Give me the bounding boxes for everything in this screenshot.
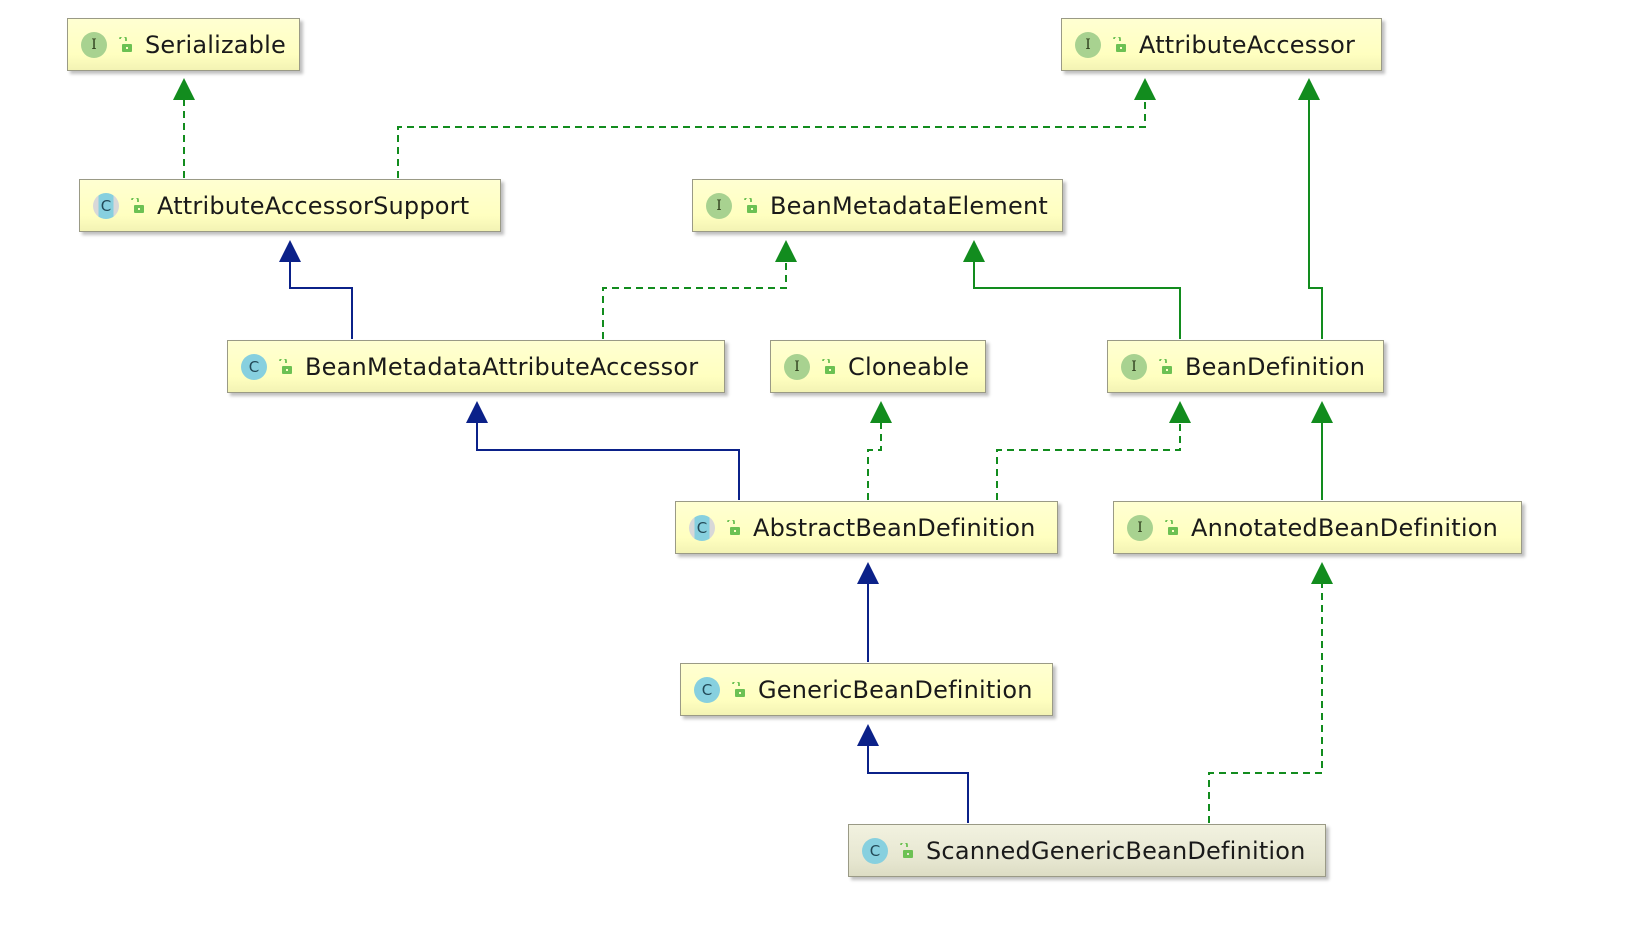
- unlock-icon: [1159, 358, 1172, 374]
- node-annotated-bean-definition[interactable]: I AnnotatedBeanDefinition: [1113, 501, 1522, 554]
- class-icon: C: [241, 353, 267, 380]
- node-label: BeanDefinition: [1185, 352, 1366, 381]
- node-bean-definition[interactable]: I BeanDefinition: [1107, 340, 1384, 393]
- unlock-icon: [822, 358, 835, 374]
- class-icon: C: [862, 837, 888, 864]
- node-label: AbstractBeanDefinition: [753, 513, 1036, 542]
- node-serializable[interactable]: I Serializable: [67, 18, 300, 71]
- interface-icon: I: [81, 31, 107, 58]
- unlock-icon: [131, 197, 144, 213]
- edge-attribute-accessor-support-attribute-accessor: [397, 78, 1156, 178]
- abstract-class-icon: C: [689, 514, 715, 541]
- unlock-icon: [1113, 36, 1126, 52]
- edge-annotated-bean-definition-bean-definition: [1311, 401, 1333, 500]
- unlock-icon: [279, 358, 292, 374]
- node-scanned-generic-bean-definition[interactable]: C ScannedGenericBeanDefinition: [848, 824, 1326, 877]
- abstract-class-icon: C: [93, 192, 119, 219]
- edge-bean-definition-attribute-accessor: [1298, 78, 1323, 339]
- node-label: AttributeAccessorSupport: [157, 191, 470, 220]
- node-label: AttributeAccessor: [1139, 30, 1356, 59]
- node-label: ScannedGenericBeanDefinition: [926, 836, 1306, 865]
- interface-icon: I: [1127, 514, 1153, 541]
- node-cloneable[interactable]: I Cloneable: [770, 340, 986, 393]
- unlock-icon: [744, 197, 757, 213]
- unlock-icon: [900, 842, 913, 858]
- edge-abstract-bean-definition-cloneable: [867, 401, 892, 500]
- node-label: Cloneable: [848, 352, 970, 381]
- edge-abstract-bean-definition-bean-definition: [996, 401, 1191, 500]
- node-generic-bean-definition[interactable]: C GenericBeanDefinition: [680, 663, 1053, 716]
- edge-bean-metadata-attribute-accessor-attribute-accessor-support: [279, 240, 353, 339]
- node-label: Serializable: [145, 30, 286, 59]
- node-label: AnnotatedBeanDefinition: [1191, 513, 1499, 542]
- node-bean-metadata-element[interactable]: I BeanMetadataElement: [692, 179, 1063, 232]
- edge-bean-definition-bean-metadata-element: [963, 240, 1181, 339]
- edge-generic-bean-definition-abstract-bean-definition: [857, 562, 879, 662]
- node-bean-metadata-attribute-accessor[interactable]: C BeanMetadataAttributeAccessor: [227, 340, 725, 393]
- unlock-icon: [1165, 519, 1178, 535]
- node-attribute-accessor[interactable]: I AttributeAccessor: [1061, 18, 1382, 71]
- unlock-icon: [732, 681, 745, 697]
- class-icon: C: [694, 676, 720, 703]
- unlock-icon: [727, 519, 740, 535]
- interface-icon: I: [706, 192, 732, 219]
- edge-bean-metadata-attribute-accessor-bean-metadata-element: [602, 240, 797, 339]
- node-label: BeanMetadataElement: [770, 191, 1048, 220]
- edge-scanned-generic-bean-definition-annotated-bean-definition: [1208, 562, 1333, 823]
- node-label: GenericBeanDefinition: [758, 675, 1033, 704]
- edge-scanned-generic-bean-definition-generic-bean-definition: [857, 724, 969, 823]
- edge-abstract-bean-definition-bean-metadata-attribute-accessor: [466, 401, 740, 500]
- interface-icon: I: [1075, 31, 1101, 58]
- unlock-icon: [119, 36, 132, 52]
- interface-icon: I: [784, 353, 810, 380]
- node-label: BeanMetadataAttributeAccessor: [305, 352, 699, 381]
- edge-attribute-accessor-support-serializable: [173, 78, 195, 178]
- node-abstract-bean-definition[interactable]: C AbstractBeanDefinition: [675, 501, 1058, 554]
- interface-icon: I: [1121, 353, 1147, 380]
- node-attribute-accessor-support[interactable]: C AttributeAccessorSupport: [79, 179, 501, 232]
